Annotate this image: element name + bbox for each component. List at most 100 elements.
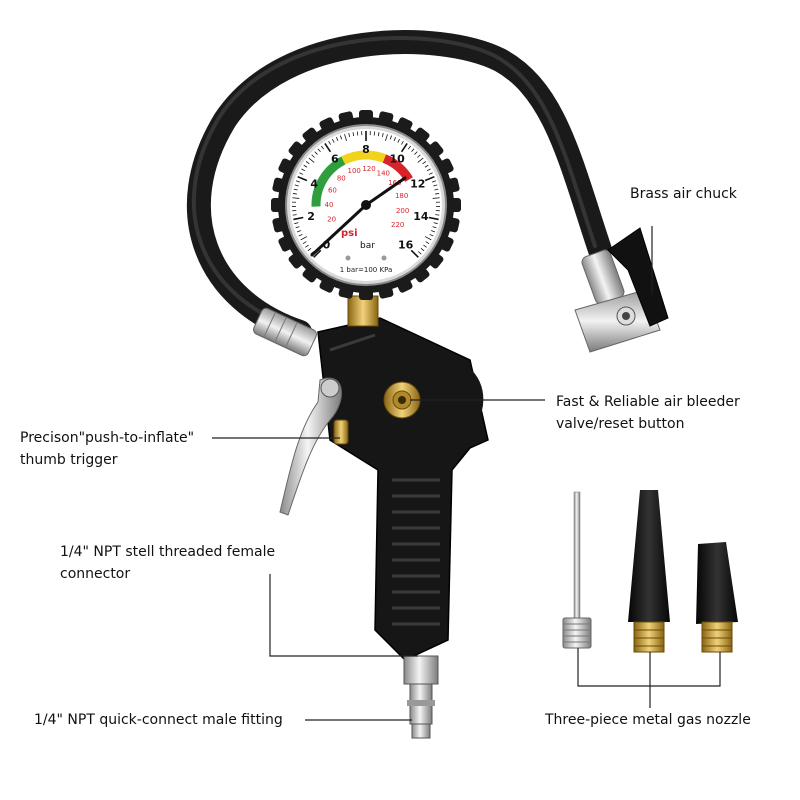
rubber-hose [186, 30, 612, 344]
gauge-bar-label: 12 [410, 178, 425, 191]
gauge-unit-bar: bar [360, 241, 375, 251]
gauge-tick [389, 135, 392, 140]
gauge-psi-label: 40 [325, 201, 334, 209]
gauge-bar-label: 10 [389, 152, 405, 165]
gauge-unit-psi: psi [341, 228, 358, 239]
gauge-bar-label: 8 [362, 143, 370, 156]
air-bleeder-valve[interactable] [383, 381, 421, 419]
callout-trigger-line2: thumb trigger [20, 452, 118, 468]
gauge-needle [310, 203, 368, 257]
gauge-tick [429, 233, 434, 237]
gauge-psi-label: 220 [391, 221, 404, 229]
gauge-tick [299, 172, 304, 175]
gauge-tick [305, 161, 310, 165]
gauge-psi-label: 200 [396, 207, 409, 215]
gauge-tick [313, 249, 322, 258]
gauge-tick [294, 184, 299, 187]
long-cone-nozzle [628, 490, 670, 653]
gauge-tick [292, 197, 300, 199]
gauge-tick [422, 161, 427, 165]
gauge-tick [431, 230, 436, 233]
gauge-tick [352, 132, 355, 137]
short-cone-nozzle [696, 542, 738, 653]
gauge-tick [435, 193, 440, 195]
gauge-tick [400, 143, 408, 153]
gauge-tick [340, 135, 343, 140]
gauge-ticks [292, 131, 440, 258]
trigger-pivot-brass [333, 419, 349, 445]
gauge-tick [344, 134, 347, 142]
callout-connector-line1: 1/4" NPT stell threaded female [60, 544, 276, 560]
gauge-psi-label: 20 [327, 216, 336, 224]
gauge-tick [298, 233, 303, 237]
gauge-tick [348, 132, 351, 138]
gauge-stem [347, 295, 379, 327]
gauge-tick [303, 164, 308, 168]
gauge-tick [301, 168, 306, 172]
gauge-tick [424, 236, 432, 241]
gauge-tick [311, 154, 315, 158]
gauge-tick [424, 175, 435, 182]
gauge-tick [432, 197, 440, 199]
gauge-psi-label: 60 [328, 186, 337, 194]
gauge-tick [428, 216, 439, 221]
gauge-tick [407, 145, 411, 150]
gauge-needle-tail [364, 176, 407, 207]
gun-body [317, 317, 489, 661]
gauge-tick [293, 188, 298, 191]
gauge-tick [428, 172, 433, 175]
quick-connect-male-fitting [403, 655, 439, 739]
gauge-psi-label: 120 [362, 165, 375, 173]
gauge-tick [411, 148, 415, 153]
gauge-tick [401, 140, 404, 145]
gauge-tick [417, 154, 421, 158]
gauge-tick [295, 180, 300, 183]
gauge-conversion-text: 1 bar=100 KPa [340, 266, 393, 274]
brass-air-chuck [574, 227, 669, 353]
gauge-psi-label: 140 [377, 169, 390, 177]
gauge-zone-yellow [341, 150, 387, 165]
gauge-tick [307, 248, 312, 252]
gauge-psi-label: 100 [347, 167, 360, 175]
gauge-tick [385, 134, 388, 142]
gauge-psi-label: 180 [395, 192, 408, 200]
gauge-tick [305, 244, 309, 248]
gauge-tick [418, 251, 422, 255]
callout-connector-line2: connector [60, 566, 131, 582]
gauge-tick [328, 140, 331, 145]
gauge-tick [381, 132, 384, 138]
gauge-tick [314, 151, 318, 155]
gauge-tick [423, 244, 427, 248]
gauge-tick [420, 248, 425, 252]
gauge-tick [432, 226, 437, 229]
gauge-tick [432, 180, 437, 183]
gauge-zone-green [311, 156, 346, 207]
callout-leader-lines [212, 226, 721, 721]
gauge-tick [297, 175, 308, 182]
gauge-tick [293, 216, 304, 221]
gauge-tick [292, 193, 297, 195]
gauge-tick [332, 138, 335, 143]
gauge-tick [435, 214, 440, 216]
gauge-tick [433, 184, 438, 187]
gauge-tick [294, 222, 299, 225]
needle-nozzle [562, 491, 592, 649]
callout-bleeder-line1: Fast & Reliable air bleeder [556, 394, 740, 410]
thumb-trigger[interactable] [279, 377, 342, 516]
gauge-tick [425, 241, 430, 245]
gauge-tick [426, 168, 431, 172]
hose-ferrule [253, 307, 317, 357]
gauge-tick [414, 151, 418, 155]
gauge-tick [302, 241, 307, 245]
callout-quick-connect: 1/4" NPT quick-connect male fitting [34, 712, 283, 728]
callout-bleeder-line2: valve/reset button [556, 416, 685, 432]
callout-brass-air-chuck: Brass air chuck [630, 186, 737, 202]
gauge-tick [295, 226, 300, 229]
gauge-tick [324, 143, 332, 153]
gauge-tick [393, 137, 397, 142]
grip-ridges [392, 478, 440, 626]
